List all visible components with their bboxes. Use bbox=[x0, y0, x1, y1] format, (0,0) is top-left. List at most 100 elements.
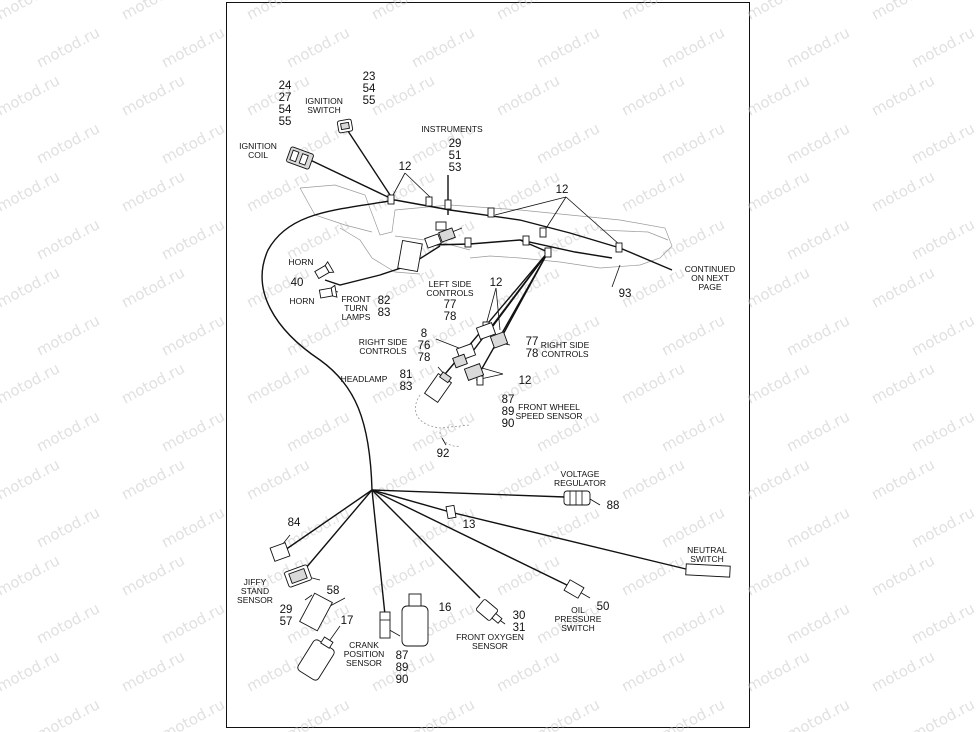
horn-ref: 40 bbox=[291, 277, 304, 289]
crank-position-sensor-label: CRANK bbox=[349, 640, 379, 650]
speed-sensor-ref: 90 bbox=[502, 418, 515, 430]
watermark-text: motod.ru bbox=[908, 599, 976, 647]
watermark-text: motod.ru bbox=[283, 695, 352, 732]
left-controls-ref: 77 bbox=[444, 299, 457, 311]
watermark-text: motod.ru bbox=[158, 311, 227, 359]
cable-strap-ref: 12 bbox=[519, 375, 532, 387]
watermark-text: motod.ru bbox=[658, 215, 727, 263]
neutral-switch-label: SWITCH bbox=[690, 554, 724, 564]
watermark-text: motod.ru bbox=[493, 71, 562, 119]
ignition-coil-ref: 27 bbox=[279, 92, 292, 104]
continued-label: CONTINUED bbox=[685, 264, 736, 274]
watermark-text: motod.ru bbox=[908, 695, 976, 732]
oil-pressure-switch-icon bbox=[563, 579, 585, 599]
voltage-regulator-label: REGULATOR bbox=[554, 478, 606, 488]
ignition-coil-label: IGNITION bbox=[239, 141, 277, 151]
headlamp-ref: 83 bbox=[400, 381, 413, 393]
watermark-text: motod.ru bbox=[158, 695, 227, 732]
ignition-coil-ref: 54 bbox=[279, 104, 292, 116]
ignition-coil-icon bbox=[286, 146, 314, 170]
oxygen-ref: 30 bbox=[513, 610, 526, 622]
watermark-text: motod.ru bbox=[743, 167, 812, 215]
watermark-text: motod.ru bbox=[33, 311, 102, 359]
watermark-text: motod.ru bbox=[618, 647, 687, 695]
watermark-text: motod.ru bbox=[783, 311, 852, 359]
watermark-text: motod.ru bbox=[658, 23, 727, 71]
watermark-text: motod.ru bbox=[118, 359, 187, 407]
ignition-switch-ref: 54 bbox=[363, 83, 376, 95]
watermark-text: motod.ru bbox=[118, 647, 187, 695]
crank-ref: 87 bbox=[396, 650, 409, 662]
watermark-text: motod.ru bbox=[658, 119, 727, 167]
ignition-switch-icon bbox=[336, 118, 354, 134]
watermark-text: motod.ru bbox=[533, 503, 602, 551]
watermark-text: motod.ru bbox=[868, 0, 937, 24]
watermark-text: motod.ru bbox=[783, 215, 852, 263]
front-turn-lamps-label: TURN bbox=[344, 303, 368, 313]
watermark-text: motod.ru bbox=[868, 71, 937, 119]
watermark-text: motod.ru bbox=[908, 119, 976, 167]
continued-label: PAGE bbox=[699, 282, 722, 292]
crank-position-sensor-label: POSITION bbox=[344, 649, 385, 659]
watermark-text: motod.ru bbox=[533, 23, 602, 71]
crank-ref: 90 bbox=[396, 674, 409, 686]
left-controls-ref: 78 bbox=[444, 311, 457, 323]
front-turn-lamps-label: LAMPS bbox=[342, 312, 371, 322]
ignition-coil-ref: 55 bbox=[279, 116, 292, 128]
right-controls-ref: 77 bbox=[526, 336, 539, 348]
horn-bottom-icon bbox=[318, 284, 338, 299]
horn-label: HORN bbox=[288, 257, 313, 267]
watermark-text: motod.ru bbox=[368, 0, 437, 24]
ignition-coil-ref: 24 bbox=[279, 80, 292, 92]
watermark-text: motod.ru bbox=[0, 0, 63, 24]
cable-strap-ref: 12 bbox=[399, 161, 412, 173]
watermark-text: motod.ru bbox=[783, 119, 852, 167]
watermark-text: motod.ru bbox=[618, 167, 687, 215]
item-58-icon bbox=[299, 592, 333, 632]
strap-13-ref: 13 bbox=[463, 519, 476, 531]
watermark-text: motod.ru bbox=[243, 455, 312, 503]
watermark-text: motod.ru bbox=[33, 23, 102, 71]
watermark-text: motod.ru bbox=[243, 359, 312, 407]
jiffy-stand-sensor-icon bbox=[269, 542, 291, 562]
jiffy-stand-sensor-label: JIFFY bbox=[244, 577, 267, 587]
watermark-text: motod.ru bbox=[908, 503, 976, 551]
watermark-text: motod.ru bbox=[158, 215, 227, 263]
front-oxygen-sensor-icon bbox=[475, 599, 503, 624]
watermark-text: motod.ru bbox=[533, 119, 602, 167]
speed-sensor-ref: 87 bbox=[502, 394, 515, 406]
watermark-text: motod.ru bbox=[0, 551, 63, 599]
watermark-text: motod.ru bbox=[783, 695, 852, 732]
watermark-text: motod.ru bbox=[618, 71, 687, 119]
watermark-text: motod.ru bbox=[0, 359, 63, 407]
watermark-text: motod.ru bbox=[118, 0, 187, 24]
ref-92: 92 bbox=[437, 448, 450, 460]
oil-pressure-switch-label: OIL bbox=[571, 605, 585, 615]
ignition-switch-label: IGNITION bbox=[305, 96, 343, 106]
left-side-controls-connector-icon bbox=[475, 322, 509, 349]
oil-pressure-switch-label: SWITCH bbox=[561, 623, 595, 633]
watermark-text: motod.ru bbox=[658, 695, 727, 732]
watermark-text: motod.ru bbox=[493, 167, 562, 215]
watermark-text: motod.ru bbox=[243, 0, 312, 24]
voltage-regulator-ref: 88 bbox=[607, 500, 620, 512]
headlamp-label: HEADLAMP bbox=[341, 374, 388, 384]
watermark-text: motod.ru bbox=[908, 215, 976, 263]
watermark-text: motod.ru bbox=[868, 167, 937, 215]
horn-top-icon bbox=[314, 260, 335, 280]
right-side-controls-label: CONTROLS bbox=[359, 346, 407, 356]
front-oxygen-sensor-label: SENSOR bbox=[472, 641, 508, 651]
watermark-text: motod.ru bbox=[33, 695, 102, 732]
watermark-text: motod.ru bbox=[33, 119, 102, 167]
crank-ref: 89 bbox=[396, 662, 409, 674]
right-controls-ref: 78 bbox=[526, 348, 539, 360]
watermark-text: motod.ru bbox=[868, 359, 937, 407]
watermark-text: motod.ru bbox=[743, 455, 812, 503]
watermark-text: motod.ru bbox=[0, 647, 63, 695]
front-wheel-speed-sensor-label: SPEED SENSOR bbox=[515, 411, 582, 421]
ignition-switch-ref: 23 bbox=[363, 71, 376, 83]
watermark-text: motod.ru bbox=[743, 71, 812, 119]
speed-sensor-connector-icon bbox=[463, 363, 485, 381]
horn-label: HORN bbox=[289, 296, 314, 306]
